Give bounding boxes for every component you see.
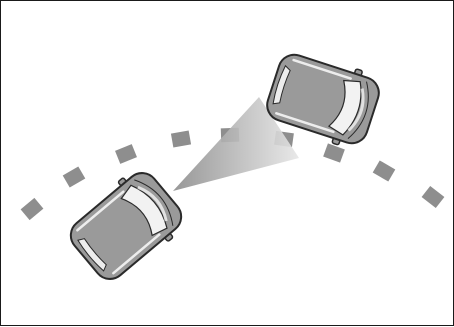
lane-dash: [171, 131, 191, 148]
lane-dash: [323, 143, 345, 162]
lane-dash: [21, 198, 44, 220]
own-vehicle-icon: [61, 163, 191, 290]
lane-dash: [373, 160, 396, 181]
lane-dash: [422, 186, 445, 208]
lane-dash: [63, 166, 86, 187]
lane-dash: [115, 144, 137, 164]
